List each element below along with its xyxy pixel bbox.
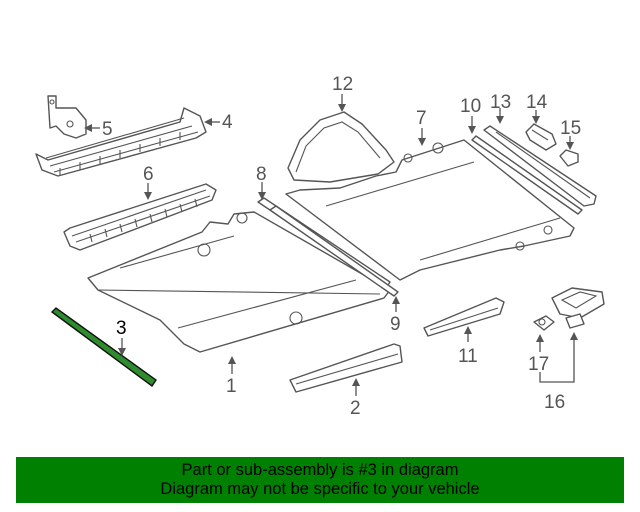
- callout-16: 16: [544, 392, 565, 413]
- callout-14: 14: [526, 92, 548, 113]
- callout-12: 12: [332, 74, 353, 95]
- part-13-rail: [483, 125, 597, 207]
- part-15-clip: [559, 149, 579, 167]
- part-12-cover: [287, 111, 395, 183]
- callout-13: 13: [490, 92, 511, 113]
- callout-1: 1: [226, 376, 237, 397]
- banner-line-disclaimer: Diagram may not be specific to your vehi…: [160, 480, 480, 498]
- callout-10: 10: [460, 96, 481, 117]
- parts-diagram: 12 10 13 14 15 7 4 5 6 8 3 9 11 17 1 16 …: [35, 74, 605, 419]
- callout-6: 6: [143, 164, 154, 185]
- callout-8: 8: [256, 164, 267, 185]
- callout-3: 3: [116, 318, 127, 339]
- part-10-strip: [471, 135, 583, 215]
- callout-11: 11: [458, 346, 478, 367]
- part-info-banner: Part or sub-assembly is #3 in diagram Di…: [16, 457, 624, 503]
- banner-line-part: Part or sub-assembly is #3 in diagram: [181, 461, 459, 479]
- part-2-sill: [289, 343, 403, 393]
- part-17-bulb: [533, 315, 555, 331]
- part-7-rear-panel: [285, 139, 575, 281]
- part-3-highlighted-strip: [50, 307, 157, 388]
- callout-9: 9: [390, 314, 401, 335]
- callout-2: 2: [350, 398, 361, 419]
- part-5-bracket: [47, 95, 87, 139]
- callout-17: 17: [528, 354, 549, 375]
- callout-15: 15: [560, 118, 581, 139]
- part-16-lamp: [551, 287, 605, 329]
- callout-5: 5: [102, 119, 113, 140]
- callout-4: 4: [222, 112, 233, 133]
- part-11-sill-plate: [423, 297, 505, 337]
- part-4-tray: [35, 107, 207, 177]
- part-14-clip: [525, 123, 557, 151]
- part-6-rail: [63, 183, 217, 251]
- callout-7: 7: [416, 108, 427, 129]
